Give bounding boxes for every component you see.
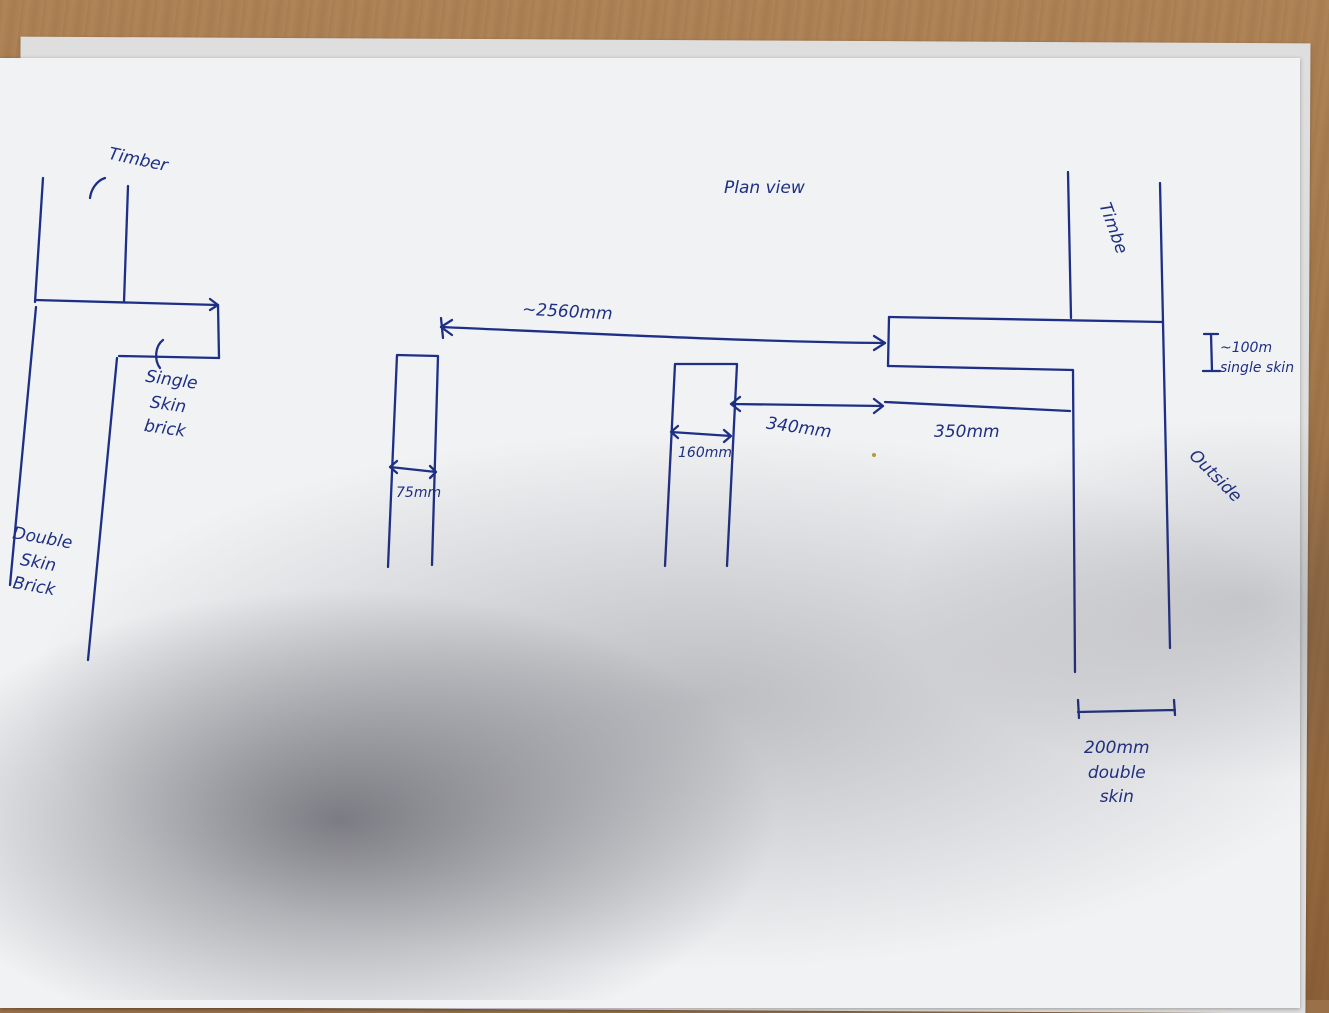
double-skin-inner (86, 356, 119, 662)
span-dimension (439, 316, 887, 352)
single-skin-pointer-curve (155, 338, 165, 370)
right-outer-line (1158, 181, 1172, 650)
plan-view-title: Plan view (724, 178, 805, 198)
middle-pillar-outline (663, 362, 739, 568)
ink-speck (872, 453, 876, 457)
single-skin-right-label: ~100m single skin (1220, 340, 1295, 377)
right-wall-detail (886, 170, 1222, 720)
gap-350-line (883, 400, 1072, 413)
span-dimension-label: ~2560mm (521, 299, 614, 325)
middle-pillar-dimension (669, 424, 733, 444)
timber-pointer-curve (88, 176, 107, 200)
left-pillar-width-label: 75mm (396, 485, 442, 501)
single-skin-bottom (117, 354, 221, 360)
single-skin-marker (1201, 332, 1222, 373)
gap-350-label: 350mm (934, 422, 1000, 442)
right-double-skin-inner (1071, 368, 1077, 674)
span-dimension-line (439, 325, 887, 345)
left-pillar-dimension (388, 459, 438, 480)
double-skin-brick-label: Double Skin Brick (11, 523, 74, 601)
left-pillar (386, 353, 440, 569)
single-skin-brick-label: Single Skin brick (142, 366, 199, 442)
double-skin-dimension-label: 200mm double skin (1084, 738, 1150, 808)
double-skin-dimension (1076, 698, 1177, 720)
right-single-skin-bottom (886, 364, 1075, 372)
gap-dimensions (729, 395, 1072, 415)
single-skin-right-end (216, 303, 221, 360)
timber-line-left (122, 184, 130, 304)
right-wall-top (887, 315, 1165, 324)
middle-pillar-width-label: 160mm (678, 445, 732, 461)
gap-340-line (729, 395, 885, 415)
right-timber-line (1066, 170, 1073, 320)
span-tick-left (439, 316, 445, 340)
middle-pillar (663, 362, 739, 568)
left-wall-outer-line (33, 176, 45, 304)
wall-top-line (33, 298, 220, 307)
right-wall-end (886, 315, 891, 368)
